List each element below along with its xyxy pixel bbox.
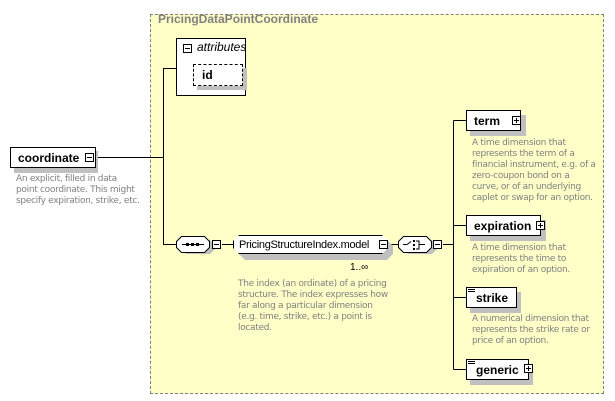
documentation-icon [468,289,475,295]
expiration-description: A time dimension that represents the tim… [472,243,570,275]
element-coordinate[interactable]: coordinate [10,147,96,168]
element-name: coordinate [18,150,80,165]
expand-icon[interactable] [536,221,545,230]
sequence-icon [182,243,204,246]
attributes-label: attributes [197,40,247,54]
expand-icon[interactable] [524,364,533,373]
coordinate-description: An explicit, filled in data point coordi… [16,174,140,206]
choice-icon [403,240,425,250]
collapse-icon[interactable] [85,153,94,162]
documentation-icon [468,361,475,367]
element-name: term [474,113,501,128]
model-group-description: The index (an ordinate) of a pricing str… [238,279,388,333]
collapse-icon[interactable] [183,44,192,53]
sequence-compositor[interactable] [176,236,224,254]
element-generic[interactable]: generic [466,359,529,380]
multiplicity: 1..∞ [350,262,369,273]
element-name: generic [476,362,519,377]
collapse-icon[interactable] [379,240,388,249]
element-name: expiration [474,218,532,233]
term-description: A time dimension that represents the ter… [472,138,596,203]
strike-description: A numerical dimension that represents th… [472,314,590,346]
model-group-pricing-structure-index[interactable]: PricingStructureIndex.model [233,235,388,254]
collapse-icon[interactable] [433,240,442,249]
connector-trunk [163,68,176,245]
choice-compositor[interactable] [398,236,434,254]
attribute-id[interactable]: id [193,64,243,86]
element-strike[interactable]: strike [466,287,517,308]
group-title: PricingDataPointCoordinate [158,12,319,26]
element-name: strike [476,290,509,305]
model-group-name: PricingStructureIndex.model [239,238,370,251]
collapse-icon[interactable] [212,240,221,249]
attribute-name: id [202,68,213,82]
expand-icon[interactable] [512,116,521,125]
element-expiration[interactable]: expiration [466,215,541,236]
